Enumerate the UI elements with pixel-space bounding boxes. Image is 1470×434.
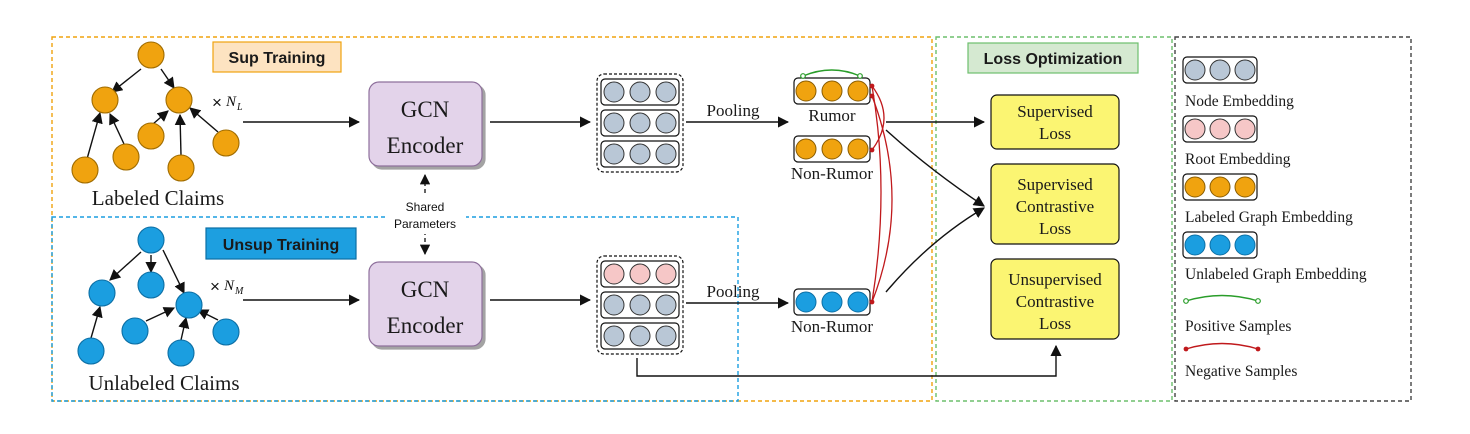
svg-text:GCN: GCN xyxy=(401,277,450,302)
unlabeled-claims-nodes xyxy=(77,226,240,367)
non-rumor-label-sup: Non-Rumor xyxy=(791,164,874,183)
svg-text:Loss: Loss xyxy=(1039,124,1071,143)
legend-unlabeled-graph-embedding: Unlabeled Graph Embedding xyxy=(1182,231,1367,283)
unsup-training-title: Unsup Training xyxy=(205,227,357,260)
svg-text:Supervised: Supervised xyxy=(1017,175,1093,194)
svg-text:Contrastive: Contrastive xyxy=(1016,197,1094,216)
legend-region xyxy=(1174,36,1412,402)
supervised-loss-box: Supervised Loss xyxy=(990,94,1120,150)
non-rumor-graph-embedding-unsup xyxy=(793,288,871,316)
rumor-label: Rumor xyxy=(808,106,856,125)
legend-node-embedding: Node Embedding xyxy=(1182,56,1294,110)
svg-text:Encoder: Encoder xyxy=(387,133,464,158)
svg-text:Unsupervised: Unsupervised xyxy=(1008,270,1102,289)
svg-text:Loss Optimization: Loss Optimization xyxy=(984,51,1123,68)
svg-text:L: L xyxy=(236,102,243,113)
loss-arrows xyxy=(636,116,1062,377)
unlabeled-claims-label: Unlabeled Claims xyxy=(88,371,239,395)
svg-text:Unsup Training: Unsup Training xyxy=(223,237,339,254)
multiplier-n-l: × N L xyxy=(212,93,243,113)
loss-optimization-region xyxy=(935,36,1173,402)
svg-text:GCN: GCN xyxy=(401,97,450,122)
node-embedding-stack-unsup xyxy=(596,255,684,355)
svg-text:Loss: Loss xyxy=(1039,314,1071,333)
labeled-claims-nodes xyxy=(71,41,240,184)
unlabeled-claims-graph xyxy=(90,249,219,341)
legend-root-embedding: Root Embedding xyxy=(1182,115,1291,168)
gcn-encoder-sup: GCN Encoder xyxy=(368,81,483,167)
pooling-label-sup: Pooling xyxy=(707,101,760,120)
svg-text:Supervised: Supervised xyxy=(1017,102,1093,121)
svg-text:Unlabeled Graph Embedding: Unlabeled Graph Embedding xyxy=(1185,266,1367,283)
rumor-graph-embedding xyxy=(793,77,871,105)
loss-optimization-title: Loss Optimization xyxy=(967,42,1139,74)
svg-text:Positive Samples: Positive Samples xyxy=(1185,318,1291,335)
svg-text:Negative Samples: Negative Samples xyxy=(1185,363,1297,380)
supervised-contrastive-loss-box: Supervised Contrastive Loss xyxy=(990,163,1120,245)
svg-text:Encoder: Encoder xyxy=(387,313,464,338)
legend-labeled-graph-embedding: Labeled Graph Embedding xyxy=(1182,173,1353,226)
svg-text:×: × xyxy=(212,93,222,112)
shared-parameters-label-2: Parameters xyxy=(394,217,456,231)
svg-text:N: N xyxy=(225,94,237,110)
shared-parameters-label-1: Shared xyxy=(406,200,445,214)
labeled-claims-label: Labeled Claims xyxy=(92,186,224,210)
svg-text:M: M xyxy=(234,286,244,297)
gcn-encoder-unsup: GCN Encoder xyxy=(368,261,483,347)
pooling-label-unsup: Pooling xyxy=(707,282,760,301)
node-embedding-stack-sup xyxy=(596,73,684,173)
shared-parameters-bg xyxy=(386,196,466,234)
unsupervised-contrastive-loss-box: Unsupervised Contrastive Loss xyxy=(990,258,1120,340)
svg-text:Root Embedding: Root Embedding xyxy=(1185,151,1291,168)
legend-positive-samples: Positive Samples xyxy=(1183,294,1291,335)
svg-text:Loss: Loss xyxy=(1039,219,1071,238)
svg-text:N: N xyxy=(223,278,235,294)
labeled-claims-graph xyxy=(86,68,219,160)
legend-negative-samples: Negative Samples xyxy=(1183,342,1297,380)
svg-text:Sup Training: Sup Training xyxy=(229,50,326,67)
svg-text:Contrastive: Contrastive xyxy=(1016,292,1094,311)
sup-training-title: Sup Training xyxy=(212,41,342,73)
positive-sample-link xyxy=(802,69,861,77)
non-rumor-label-unsup: Non-Rumor xyxy=(791,317,874,336)
multiplier-n-m: × N M xyxy=(210,277,244,297)
negative-sample-links xyxy=(871,85,893,303)
svg-text:Labeled Graph Embedding: Labeled Graph Embedding xyxy=(1185,209,1353,226)
non-rumor-graph-embedding-sup xyxy=(793,135,871,163)
svg-text:Node Embedding: Node Embedding xyxy=(1185,93,1294,110)
svg-text:×: × xyxy=(210,277,220,296)
